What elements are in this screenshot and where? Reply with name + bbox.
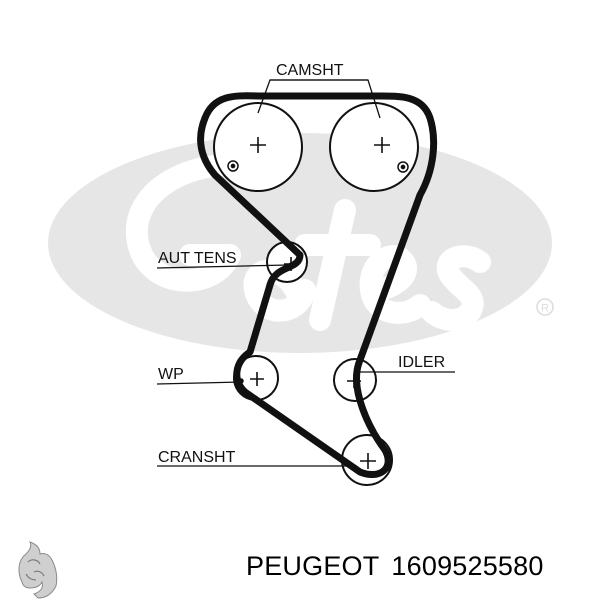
camshaft-left-center-icon (250, 137, 266, 153)
peugeot-lion-logo (18, 541, 58, 599)
part-number: 1609525580 (391, 551, 544, 581)
camshaft-pulley-right (329, 102, 419, 192)
label-camshaft: CAMSHT (276, 62, 344, 79)
registered-mark-letter: R (541, 303, 549, 315)
tensioner-leader (156, 264, 289, 269)
label-water-pump: WP (158, 366, 184, 383)
camshaft-left-mark-icon (227, 160, 239, 172)
pulley-centers (250, 137, 390, 469)
leader-lines (156, 79, 455, 467)
camshaft-right-mark-dot-icon (400, 164, 406, 170)
idler-center-icon (347, 374, 361, 388)
tensioner-center-icon (284, 257, 298, 271)
gates-watermark: R (48, 133, 554, 353)
timing-marks (227, 160, 409, 384)
label-idler: IDLER (398, 354, 445, 371)
camshaft-left-mark-dot-icon (230, 163, 236, 169)
water-pump-leader (156, 381, 243, 385)
brand-name: PEUGEOT (246, 551, 380, 581)
camshaft-right-center-icon (374, 137, 390, 153)
camshaft-right-mark-icon (397, 161, 409, 173)
label-auto-tensioner: AUT TENS (158, 250, 237, 267)
part-caption: PEUGEOT 1609525580 (246, 551, 596, 582)
water-pump-center-icon (250, 372, 264, 386)
registered-mark-circle (536, 298, 554, 316)
label-crankshaft: CRANSHT (158, 449, 236, 466)
crankshaft-center-icon (360, 453, 376, 469)
pulleys (213, 102, 419, 486)
